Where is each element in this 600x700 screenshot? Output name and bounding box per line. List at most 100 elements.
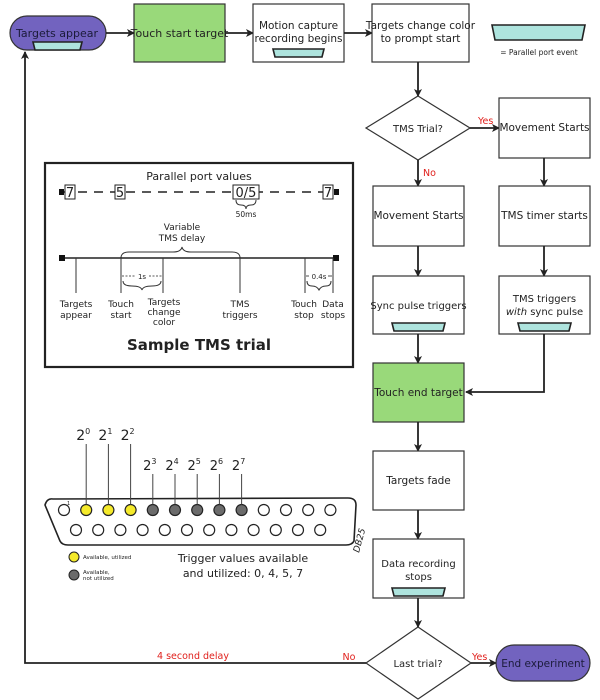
interval-1s-label: 1s <box>138 273 146 281</box>
pin-icon <box>203 523 216 537</box>
parallel-port-event-icon <box>31 41 84 51</box>
sync-pulse-triggers-label: Sync pulse triggers <box>370 301 466 312</box>
pin-icon <box>168 503 182 517</box>
motion-capture-label-1: Motion capture <box>259 20 338 32</box>
node-targets-appear: Targets appear <box>9 15 107 51</box>
trigger-text-1: Trigger values available <box>177 552 309 565</box>
node-sync-pulse-triggers: Sync pulse triggers <box>370 275 467 335</box>
pin-icon <box>314 523 327 537</box>
sample-tms-trial-panel: Parallel port values 7 5 0/5 7 50ms Vari… <box>43 161 355 369</box>
targets-change-color-label-2: to prompt start <box>381 33 461 45</box>
parallel-port-legend-icon <box>491 24 586 41</box>
targets-change-color-label-1: Targets change color <box>365 20 476 32</box>
node-tms-triggers: TMS triggers with sync pulse <box>498 275 591 335</box>
connector-legend: Available, utilized Available, not utili… <box>68 551 309 582</box>
edge-label-yes: Yes <box>471 652 487 663</box>
pin-icon <box>279 503 293 517</box>
bit-label: 24 <box>165 457 178 474</box>
bit-label: 26 <box>210 457 223 474</box>
pin-icon <box>180 523 194 537</box>
port-value: 7 <box>324 186 332 201</box>
event-label: TMS <box>230 300 250 310</box>
pin-icon <box>191 503 204 517</box>
pin-icon <box>57 503 71 517</box>
event-label: color <box>153 318 175 328</box>
pin-icon <box>291 523 305 537</box>
legend-not-utilized-label-2: not utilized <box>83 576 114 582</box>
brace-icon <box>235 199 257 210</box>
bit-label: 23 <box>143 457 156 474</box>
node-data-recording-stops: Data recording stops <box>372 538 465 599</box>
event-label: Targets <box>147 298 181 308</box>
decision-tms-trial: TMS Trial? <box>364 95 472 161</box>
tms-triggers-label-1: TMS triggers <box>512 294 576 305</box>
pin-icon <box>158 523 171 537</box>
node-movement-starts-yes: Movement Starts <box>498 97 591 159</box>
delay-label: 4 second delay <box>157 651 229 662</box>
pin-icon <box>69 523 83 537</box>
node-targets-fade: Targets fade <box>372 450 465 511</box>
movement-starts-yes-label: Movement Starts <box>499 122 589 134</box>
pin-icon <box>257 503 270 517</box>
event-label: Targets <box>59 300 93 310</box>
trigger-text-2: and utilized: 0, 4, 5, 7 <box>183 567 303 580</box>
variable-delay-label-2: TMS delay <box>158 234 206 244</box>
bit-label: 20 <box>76 427 90 444</box>
edge-label-no: No <box>343 652 356 663</box>
pulse-duration-label: 50ms <box>236 210 257 219</box>
event-label: stops <box>321 311 345 321</box>
pin-icon <box>247 523 260 537</box>
pin-icon <box>80 503 93 517</box>
touch-end-target-label: Touch end target <box>373 387 463 399</box>
pin-icon <box>124 503 137 517</box>
pin-icon <box>213 503 226 517</box>
movement-starts-no-label: Movement Starts <box>373 210 463 222</box>
touch-start-target-label: Touch start target <box>130 27 229 40</box>
legend: = Parallel port event <box>491 24 586 57</box>
parallel-port-event-icon <box>516 322 573 332</box>
pin-icon <box>269 523 282 537</box>
variable-delay-label-1: Variable <box>164 223 201 233</box>
pin-icon <box>92 523 105 537</box>
port-value-box: 7 <box>322 184 334 201</box>
bit-label: 22 <box>121 427 135 444</box>
tms-trial-label: TMS Trial? <box>392 124 443 135</box>
brace-icon <box>122 280 162 291</box>
node-movement-starts-no: Movement Starts <box>372 185 465 247</box>
port-value: 5 <box>116 186 124 201</box>
event-label: appear <box>60 311 92 321</box>
interval-04s-label: 0.4s <box>312 273 327 281</box>
pin-icon <box>146 503 159 517</box>
legend-text: = Parallel port event <box>500 48 578 57</box>
event-label: Data <box>322 300 344 310</box>
data-recording-stops-label-2: stops <box>405 572 432 583</box>
data-recording-stops-label-1: Data recording <box>381 559 455 570</box>
decision-last-trial: Last trial? <box>364 626 473 700</box>
parallel-port-event-icon <box>271 48 326 58</box>
node-tms-timer-starts: TMS timer starts <box>498 185 591 247</box>
sample-trial-title: Sample TMS trial <box>127 336 271 354</box>
pin-icon <box>136 523 149 537</box>
targets-appear-label: Targets appear <box>15 27 98 40</box>
pin-icon <box>324 503 337 517</box>
bit-label: 25 <box>188 457 201 474</box>
node-end-experiment: End experiment <box>495 644 591 682</box>
event-label: stop <box>294 311 314 321</box>
event-label: Touch <box>107 300 134 310</box>
event-label: triggers <box>222 311 257 321</box>
brace-icon <box>306 280 332 292</box>
targets-fade-label: Targets fade <box>385 475 451 487</box>
brace-icon <box>120 246 241 259</box>
port-value: 0/5 <box>236 186 257 201</box>
tms-timer-starts-label: TMS timer starts <box>500 210 588 222</box>
edge-label-yes: Yes <box>477 116 493 127</box>
end-experiment-label: End experiment <box>501 658 585 670</box>
not-utilized-swatch-icon <box>68 569 80 581</box>
pin-icon <box>302 503 315 517</box>
event-label: start <box>111 311 132 321</box>
port-value-box: 0/5 <box>232 184 260 201</box>
parallel-port-event-icon <box>390 322 447 332</box>
pin-icon <box>114 523 127 537</box>
